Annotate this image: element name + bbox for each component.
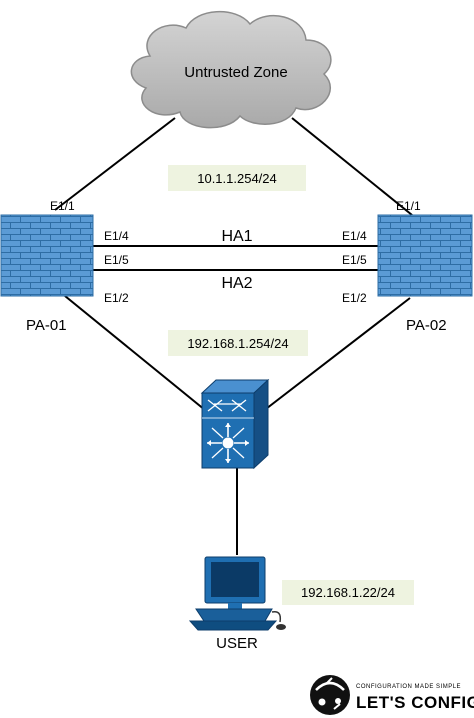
pa01-port-e1-2: E1/2: [104, 291, 129, 305]
pa01-firewall-icon: [0, 214, 94, 297]
pa01-port-e1-5: E1/5: [104, 253, 129, 267]
user-subnet-label: 192.168.1.22/24: [301, 585, 395, 600]
pa02-port-e1-5: E1/5: [342, 253, 367, 267]
link-cloud-pa01: [54, 117, 176, 211]
user-name: USER: [216, 635, 258, 652]
untrusted-cloud: Untrusted Zone: [130, 11, 332, 129]
cloud-label: Untrusted Zone: [184, 64, 287, 81]
lan-subnet-label: 192.168.1.254/24: [187, 336, 288, 351]
wan-subnet-label: 10.1.1.254/24: [197, 171, 277, 186]
pa02-port-e1-2: E1/2: [342, 291, 367, 305]
lets-config-logo: [310, 675, 350, 715]
pa02-port-e1-4: E1/4: [342, 229, 367, 243]
lan-subnet-box: [168, 330, 308, 356]
pa02-name: PA-02: [406, 317, 447, 334]
link-pa02-switch: [261, 297, 411, 413]
link-cloud-pa02: [291, 117, 413, 216]
core-switch-icon: [200, 378, 270, 470]
pa01-port-e1-1: E1/1: [50, 199, 75, 213]
user-pc-icon: [188, 556, 286, 631]
link-pa01-switch: [64, 295, 206, 411]
pa02-firewall-icon: [377, 214, 473, 297]
brand-tagline: CONFIGURATION MADE SIMPLE: [356, 684, 461, 690]
brand-name: LET'S CONFIG: [356, 693, 474, 712]
pa01-name: PA-01: [26, 317, 67, 334]
pa01-port-e1-4: E1/4: [104, 229, 129, 243]
ha2-label: HA2: [221, 275, 252, 292]
pa02-port-e1-1: E1/1: [396, 199, 421, 213]
user-subnet-box: [282, 580, 414, 605]
wan-subnet-box: [168, 165, 306, 191]
ha1-label: HA1: [221, 228, 252, 245]
